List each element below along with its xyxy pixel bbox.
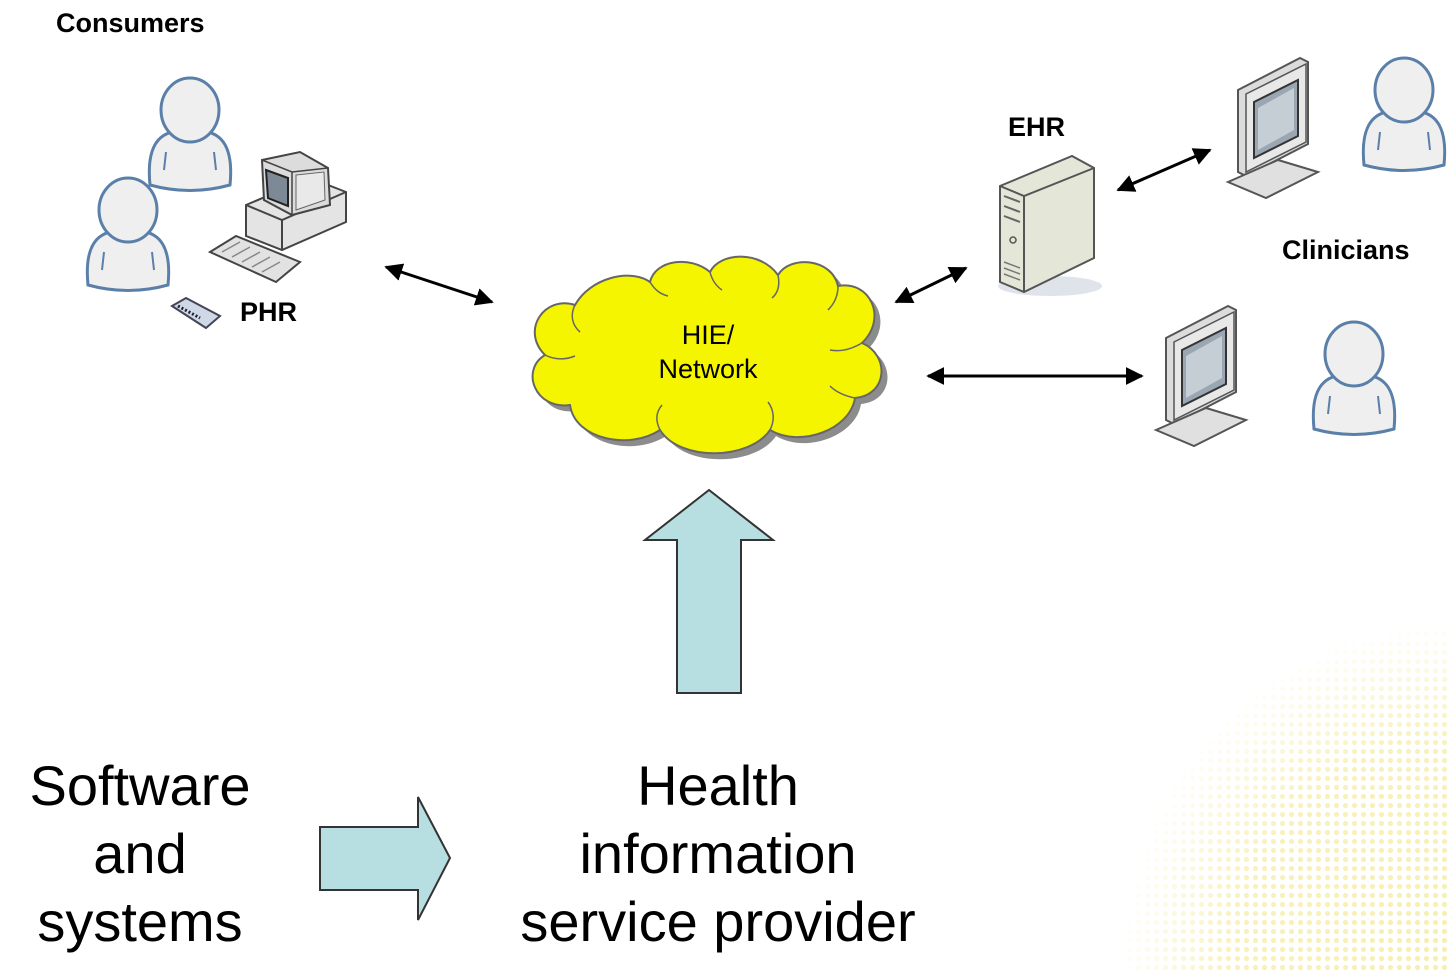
keyboard-icon <box>207 234 302 284</box>
phr-label: PHR <box>240 297 298 327</box>
provider-line1: Health <box>637 754 799 817</box>
ehr-clinician-arrow <box>1116 148 1212 192</box>
consumers-label: Consumers <box>56 8 205 38</box>
software-line2: and <box>93 822 187 885</box>
desktop-computer-icon <box>245 150 347 252</box>
software-systems-label: Software and systems <box>0 752 280 956</box>
clinician-person-bottom-icon <box>1311 320 1397 436</box>
network-ehr-arrow <box>894 266 968 304</box>
clinician-monitor-bottom-icon <box>1155 305 1247 447</box>
provider-line3: service provider <box>520 890 916 953</box>
cloud-label-line2: Network <box>658 354 758 384</box>
clinician-person-top-icon <box>1361 56 1447 172</box>
server-icon <box>998 154 1102 296</box>
phr-network-arrow <box>384 263 494 306</box>
consumer-person-back-icon <box>147 76 233 192</box>
provider-label: Health information service provider <box>470 752 966 956</box>
clinicians-label: Clinicians <box>1282 235 1410 265</box>
dotted-background-pattern <box>1100 600 1451 972</box>
right-block-arrow <box>319 796 452 921</box>
ehr-label: EHR <box>1008 112 1066 142</box>
consumer-person-front-icon <box>85 176 171 292</box>
clinician-monitor-top-icon <box>1227 57 1319 199</box>
cloud-label-line1: HIE/ <box>681 320 735 350</box>
provider-line2: information <box>579 822 857 885</box>
up-block-arrow <box>642 488 776 694</box>
software-line1: Software <box>29 754 251 817</box>
cloud-label: HIE/ Network <box>600 318 816 386</box>
software-line3: systems <box>37 890 243 953</box>
mouse-icon <box>170 296 222 330</box>
hie-network-cloud <box>531 255 888 460</box>
